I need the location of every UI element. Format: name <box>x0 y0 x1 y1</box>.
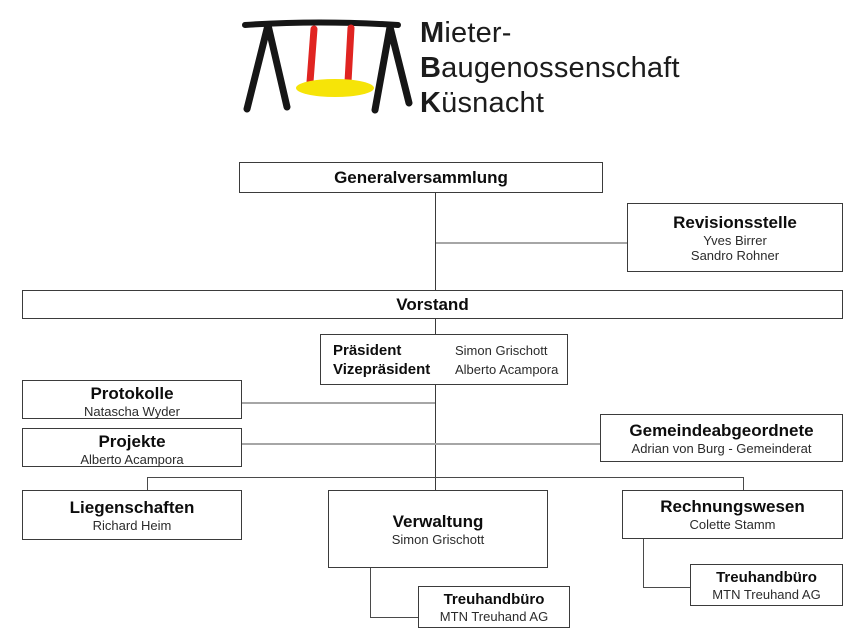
box-title: Rechnungswesen <box>660 497 805 516</box>
connector-praesidium-verwaltung <box>435 384 436 490</box>
connector-rechnungswesen-treuhand-horizontal <box>643 587 690 588</box>
swing-bar <box>242 19 401 28</box>
swing-right-leg <box>371 23 413 114</box>
box-title: Liegenschaften <box>69 497 195 517</box>
praesidium-rows: Präsident Simon Grischott Vizepräsident … <box>321 335 567 379</box>
swing-rope-left <box>306 25 318 86</box>
box-treuhandbuero-rechnungswesen: Treuhandbüro MTN Treuhand AG <box>690 564 843 606</box>
swing-seat <box>296 79 374 97</box>
swing-left-leg <box>243 21 291 113</box>
member-name: Sandro Rohner <box>690 247 780 263</box>
box-title: Projekte <box>98 432 166 451</box>
role-holder: Alberto Acampora <box>455 362 559 377</box>
box-title: Vorstand <box>396 294 469 314</box>
connector-vorstand-praesidium <box>435 318 436 334</box>
rest-line3: üsnacht <box>441 87 545 119</box>
member-name: Natascha Wyder <box>84 404 180 419</box>
rest-line2: augenossenschaft <box>441 52 680 84</box>
company-name-line1: Mieter- <box>420 16 680 51</box>
member-name: Alberto Acampora <box>80 452 184 467</box>
member-name: Colette Stamm <box>689 517 776 532</box>
box-title: Verwaltung <box>392 511 484 531</box>
rest-line1: ieter- <box>444 17 512 49</box>
initial-m: M <box>420 17 445 49</box>
box-title: Generalversammlung <box>334 167 508 187</box>
box-treuhandbuero-verwaltung: Treuhandbüro MTN Treuhand AG <box>418 586 570 628</box>
swing-logo-icon <box>242 19 413 114</box>
box-projekte: Projekte Alberto Acampora <box>22 428 242 467</box>
connector-bus-rechnungswesen <box>743 477 744 491</box>
connector-verwaltung-treuhand-horizontal <box>370 617 418 618</box>
box-title: Treuhandbüro <box>716 568 817 586</box>
swing-rope-right <box>344 24 355 86</box>
box-title: Treuhandbüro <box>443 590 545 608</box>
box-title: Revisionsstelle <box>673 212 797 232</box>
connector-revisionsstelle-branch <box>436 242 627 244</box>
box-title: Protokolle <box>90 384 174 403</box>
box-verwaltung: Verwaltung Simon Grischott <box>328 490 548 568</box>
role-label: Präsident <box>333 342 402 359</box>
initial-k: K <box>420 87 442 119</box>
member-name: Adrian von Burg - Gemeinderat <box>631 440 812 456</box>
member-name: Richard Heim <box>92 517 172 533</box>
member-name: Simon Grischott <box>391 531 485 547</box>
role-holder: Simon Grischott <box>455 343 548 358</box>
connector-generalversammlung-vorstand <box>435 192 436 290</box>
praesidium-row: Präsident Simon Grischott <box>333 341 567 360</box>
box-revisionsstelle: Revisionsstelle Yves Birrer Sandro Rohne… <box>627 203 843 272</box>
company-name-line3: Küsnacht <box>420 86 680 121</box>
box-praesidium: Präsident Simon Grischott Vizepräsident … <box>320 334 568 385</box>
connector-protokolle-branch <box>242 402 435 404</box>
box-liegenschaften: Liegenschaften Richard Heim <box>22 490 242 540</box>
initial-b: B <box>420 52 442 84</box>
box-title: Gemeindeabgeordnete <box>629 420 814 440</box>
connector-bus-liegenschaften <box>147 477 148 491</box>
box-vorstand: Vorstand <box>22 290 843 319</box>
connector-rechnungswesen-treuhand-vertical <box>643 538 644 588</box>
member-name: MTN Treuhand AG <box>712 586 821 602</box>
role-label: Vizepräsident <box>333 361 431 378</box>
box-protokolle: Protokolle Natascha Wyder <box>22 380 242 419</box>
company-name: Mieter- Baugenossenschaft Küsnacht <box>420 16 680 121</box>
connector-verwaltung-treuhand-vertical <box>370 568 371 618</box>
praesidium-row: Vizepräsident Alberto Acampora <box>333 360 567 379</box>
box-gemeindeabgeordnete: Gemeindeabgeordnete Adrian von Burg - Ge… <box>600 414 843 462</box>
connector-bottom-bus <box>147 477 744 478</box>
member-name: Yves Birrer <box>703 232 767 248</box>
box-generalversammlung: Generalversammlung <box>239 162 603 193</box>
connector-projekte-gemeindeabgeordnete-branch <box>242 443 600 445</box>
member-name: MTN Treuhand AG <box>439 608 549 624</box>
box-rechnungswesen: Rechnungswesen Colette Stamm <box>622 490 843 539</box>
company-name-line2: Baugenossenschaft <box>420 51 680 86</box>
